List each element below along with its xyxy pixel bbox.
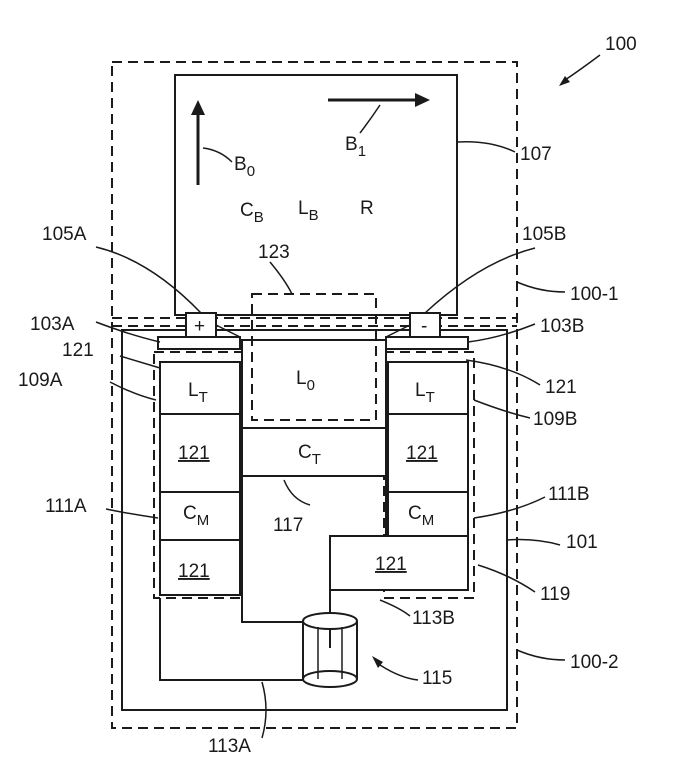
leader-109a: [110, 382, 156, 400]
layer-121-left-2-label: 121: [178, 561, 210, 582]
layer-121-left-1-label: 121: [178, 443, 210, 464]
label-107: 107: [520, 144, 552, 165]
label-100-1: 100-1: [570, 284, 619, 305]
leader-107: [457, 142, 515, 152]
label-119: 119: [540, 584, 570, 605]
leader-100-1: [517, 282, 565, 292]
sample-box-107: [175, 75, 457, 315]
leader-115: [380, 665, 418, 680]
label-121-right: 121: [545, 377, 577, 398]
label-100: 100: [605, 34, 637, 55]
lt-left-box: [160, 362, 240, 414]
label-109b: 109B: [533, 409, 577, 430]
label-105b: 105B: [522, 224, 566, 245]
label-109a: 109A: [18, 370, 63, 391]
label-111a: 111A: [45, 496, 87, 517]
pad-103a: [158, 337, 240, 349]
label-123: 123: [258, 242, 290, 263]
layer-121-right-1-label: 121: [406, 443, 438, 464]
leader-100-2: [517, 650, 565, 660]
label-113a: 113A: [208, 736, 251, 757]
label-115: 115: [422, 668, 452, 689]
lt-right-box: [388, 362, 468, 414]
leader-111a: [106, 509, 158, 518]
label-103b: 103B: [540, 316, 584, 337]
plus-sign: +: [194, 316, 205, 337]
capacitor-cylinder-115: [303, 613, 357, 687]
minus-sign: -: [421, 316, 427, 337]
label-117: 117: [273, 515, 303, 536]
label-103a: 103A: [30, 314, 75, 335]
layer-121-right-2-label: 121: [375, 554, 407, 575]
r-label: R: [360, 198, 374, 219]
leader-109b: [474, 400, 530, 418]
leader-113b: [380, 600, 410, 616]
wire-113a: [160, 598, 305, 680]
label-105a: 105A: [42, 224, 87, 245]
label-111b: 111B: [548, 484, 590, 505]
label-113b: 113B: [412, 608, 455, 629]
label-100-2: 100-2: [570, 652, 619, 673]
label-121-left: 121: [62, 340, 94, 361]
leader-100: [565, 55, 600, 80]
leader-117: [284, 480, 310, 505]
leader-121-right: [466, 360, 540, 385]
pad-103b: [386, 337, 468, 349]
leader-111b: [474, 497, 545, 518]
label-101: 101: [566, 532, 598, 553]
leader-101: [507, 540, 560, 545]
